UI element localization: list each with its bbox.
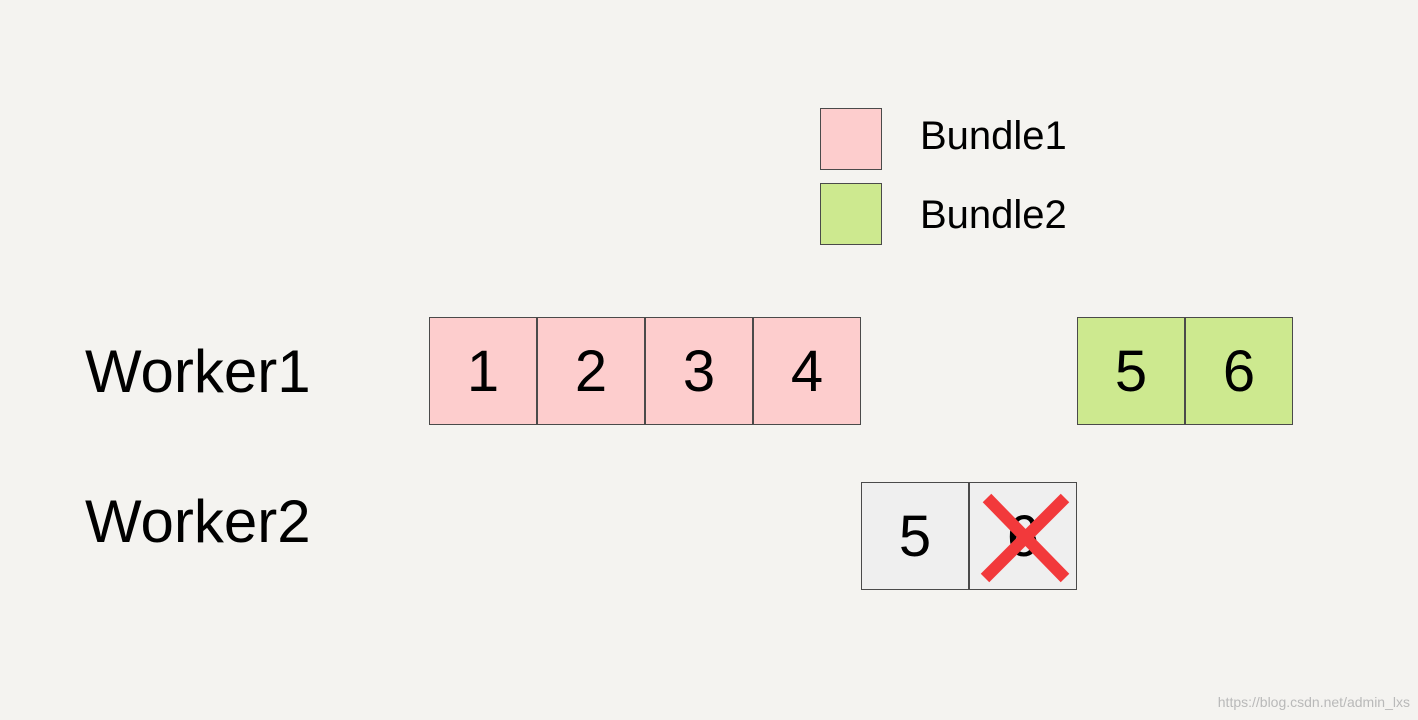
worker1-label: Worker1 xyxy=(85,338,311,405)
worker2-failed-cell-crossed: 6 xyxy=(969,482,1077,590)
worker1-bundle1-cell: 2 xyxy=(537,317,645,425)
legend-label-bundle2: Bundle2 xyxy=(920,193,1067,237)
worker1-bundle1-cell: 3 xyxy=(645,317,753,425)
worker1-bundle1-cell: 1 xyxy=(429,317,537,425)
worker2-label: Worker2 xyxy=(85,488,311,555)
watermark: https://blog.csdn.net/admin_lxs xyxy=(1217,694,1410,710)
legend-label-bundle1: Bundle1 xyxy=(920,114,1067,158)
worker2-failed-cell: 5 xyxy=(861,482,969,590)
worker1-bundle1-cell: 4 xyxy=(753,317,861,425)
legend-swatch-bundle1 xyxy=(820,108,882,170)
worker1-bundle2-cell: 5 xyxy=(1077,317,1185,425)
worker1-bundle2-cell: 6 xyxy=(1185,317,1293,425)
legend-swatch-bundle2 xyxy=(820,183,882,245)
